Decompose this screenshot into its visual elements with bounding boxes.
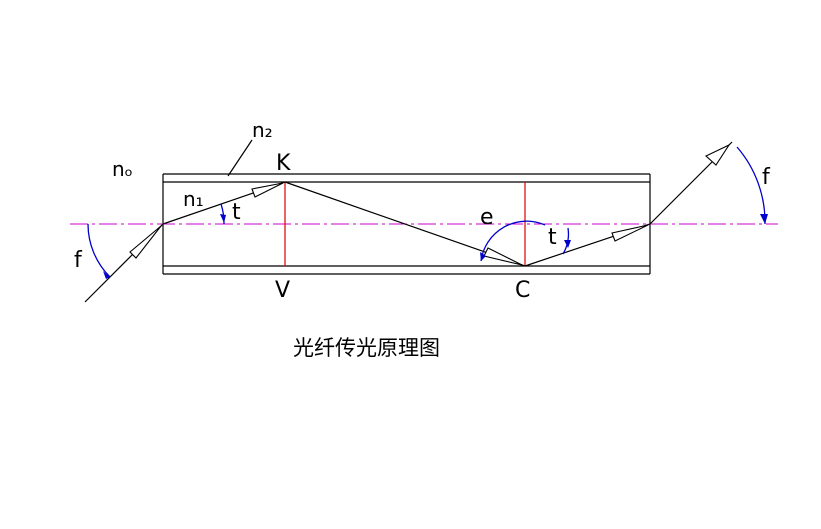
label-n0: nₒ	[112, 157, 133, 181]
angle-arcs	[87, 146, 766, 278]
labels: nₒ n₁ n₂ K V C f f t t e	[74, 118, 771, 303]
angle-arc-arrows	[103, 214, 768, 279]
incident-arrow	[129, 225, 162, 259]
label-point-v: V	[275, 278, 290, 303]
angle-t-left-arc	[220, 203, 225, 225]
angle-f-right-arrow	[760, 214, 768, 224]
ray-arrows	[129, 143, 731, 266]
label-angle-f-right: f	[762, 165, 771, 190]
angle-f-left-arrow	[103, 271, 110, 279]
reflected-arrow-c	[483, 247, 523, 266]
n2-leader-line	[227, 139, 253, 177]
light-ray	[84, 139, 733, 303]
label-point-c: C	[515, 278, 530, 303]
label-angle-e: e	[480, 205, 494, 230]
angle-e-arc	[480, 220, 546, 262]
label-n2: n₂	[252, 118, 273, 142]
angle-f-right-arc	[736, 146, 766, 225]
exit-core-arrow	[611, 224, 649, 242]
refracted-arrow	[251, 182, 284, 198]
label-angle-t-right: t	[548, 225, 557, 250]
angle-t-right-arrow	[564, 240, 571, 248]
angle-t-left-arrow	[220, 214, 226, 223]
label-n1: n₁	[183, 187, 204, 211]
angle-e-arrow	[480, 252, 486, 261]
exit-arrow	[705, 143, 731, 166]
angle-f-left-arc	[87, 223, 111, 278]
label-point-k: K	[276, 151, 291, 176]
diagram-caption: 光纤传光原理图	[293, 336, 440, 360]
normal-lines	[284, 182, 526, 266]
reflected-ray-k-to-c	[284, 181, 526, 267]
label-angle-t-left: t	[232, 200, 241, 225]
label-angle-f-left: f	[74, 248, 83, 273]
